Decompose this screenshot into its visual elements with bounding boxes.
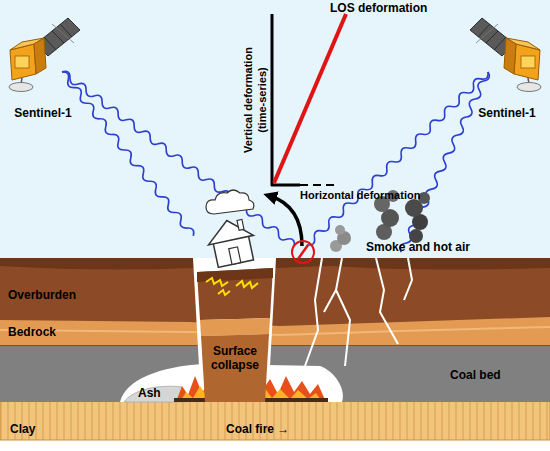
layer-name: Overburden — [8, 288, 128, 302]
collapsed-bedrock — [200, 318, 270, 336]
satellite-name: Sentinel-1 — [466, 106, 548, 120]
layer-name: Coal bed — [450, 368, 545, 382]
collapse-block-shape — [197, 268, 273, 402]
house-roof — [204, 216, 253, 245]
collapsed-lower-block — [201, 334, 269, 402]
satellite-node: Sentinel-1 — [2, 14, 84, 130]
radar-wave — [305, 69, 491, 247]
crack — [376, 258, 398, 344]
sky — [0, 0, 550, 260]
los-deformation-line — [274, 14, 346, 183]
crack — [404, 258, 412, 300]
radar-waves — [59, 69, 491, 254]
antenna-dish — [517, 83, 541, 92]
radar-wave — [59, 70, 196, 238]
layer-name: Ash — [138, 386, 178, 400]
zoom-arrow — [270, 196, 302, 246]
radar-wave — [398, 70, 491, 253]
antenna-dish — [9, 83, 33, 92]
measurement-vector — [298, 245, 308, 259]
satellite-node: Sentinel-1 — [466, 14, 548, 130]
axis-label: Horizontal deformation — [300, 188, 460, 202]
crack — [324, 290, 336, 312]
panel-grid — [478, 24, 490, 37]
satellite-side — [34, 38, 46, 74]
layer-name: Clay — [10, 422, 70, 436]
panel-grid — [476, 24, 498, 43]
satellite-side — [504, 38, 516, 74]
dust-cloud — [206, 190, 254, 214]
house-wall — [213, 234, 254, 267]
bedrock-layer — [0, 317, 550, 345]
house-chimney — [237, 219, 244, 230]
bedrock-stratum — [0, 327, 550, 335]
vertical-axis — [271, 14, 274, 186]
node-label: Surface collapse — [205, 344, 265, 372]
panel-grid — [52, 24, 74, 43]
annotation: Smoke and hot air — [366, 240, 506, 254]
smoke-puff — [335, 225, 345, 235]
collapsed-overburden — [197, 268, 273, 320]
collapsing-house — [204, 190, 258, 268]
satellite-detail — [15, 56, 29, 68]
crack — [336, 258, 350, 366]
collapsed-topsoil — [197, 268, 273, 282]
collapse-pit — [193, 258, 276, 402]
satellite-shape — [466, 14, 548, 104]
horizontal-axis-dashed — [300, 184, 336, 186]
axis-label: LOS deformation — [330, 1, 470, 15]
coal-bed-layer — [0, 344, 550, 402]
collapse-block: Surface collapse — [197, 268, 273, 402]
satellite-name: Sentinel-1 — [2, 106, 84, 120]
annotation: Coal fire → — [226, 422, 336, 436]
clay-layer — [0, 400, 550, 440]
crack — [305, 258, 322, 366]
axis-label: Vertical deformation (time-series) — [241, 35, 269, 165]
satellite-detail — [521, 56, 535, 68]
layer-name: Bedrock — [8, 325, 128, 339]
house-door — [229, 247, 241, 265]
panel-grid — [44, 37, 56, 50]
panel-grid — [494, 37, 506, 50]
satellite-shape — [2, 14, 84, 104]
panel-grid — [60, 24, 72, 37]
horizontal-axis — [271, 184, 300, 187]
measurement-point — [292, 241, 314, 263]
cracks — [305, 258, 412, 366]
deformation-chart — [271, 14, 346, 186]
